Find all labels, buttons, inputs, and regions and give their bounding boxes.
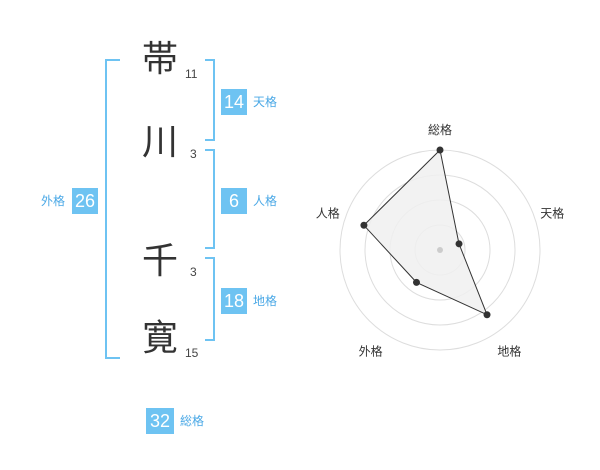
name-char-4: 寛: [142, 318, 179, 359]
radar-point-3: [483, 311, 491, 319]
tenkaku-bracket: [205, 59, 215, 141]
radar-axis-label-1: 総格: [428, 122, 452, 137]
name-char-2: 川: [142, 122, 179, 163]
chikaku-label: 地格: [253, 294, 278, 308]
chikaku-bracket: [205, 257, 215, 341]
radar-point-1: [436, 146, 444, 154]
gaikaku-value: 26: [72, 188, 98, 214]
name-char-3: 千: [142, 241, 179, 282]
gaikaku-label: 外格: [41, 194, 66, 208]
radar-axis-label-3: 地格: [497, 344, 521, 359]
radar-axis-label-2: 天格: [540, 206, 564, 221]
stroke-count-1: 11: [185, 67, 198, 81]
soukaku-value: 32: [146, 408, 174, 434]
radar-axis-label-4: 外格: [359, 344, 383, 359]
radar-shape: [363, 148, 488, 316]
jinkaku-value: 6: [221, 188, 247, 214]
stroke-count-3: 3: [190, 265, 197, 279]
chikaku-value: 18: [221, 288, 247, 314]
stroke-count-4: 15: [185, 346, 199, 360]
tenkaku-label: 天格: [253, 95, 278, 109]
jinkaku-bracket: [205, 149, 215, 249]
gaikaku-bracket: [105, 59, 120, 359]
radar-point-5: [360, 221, 368, 229]
name-char-1: 帯: [142, 39, 179, 80]
soukaku-label: 総格: [180, 414, 205, 428]
radar-center-dot: [437, 247, 443, 253]
radar-point-4: [412, 278, 420, 286]
tenkaku-value: 14: [221, 89, 247, 115]
radar-point-2: [455, 240, 463, 248]
jinkaku-label: 人格: [253, 194, 278, 208]
radar-axis-label-5: 人格: [316, 206, 340, 221]
stroke-count-2: 3: [190, 147, 197, 161]
